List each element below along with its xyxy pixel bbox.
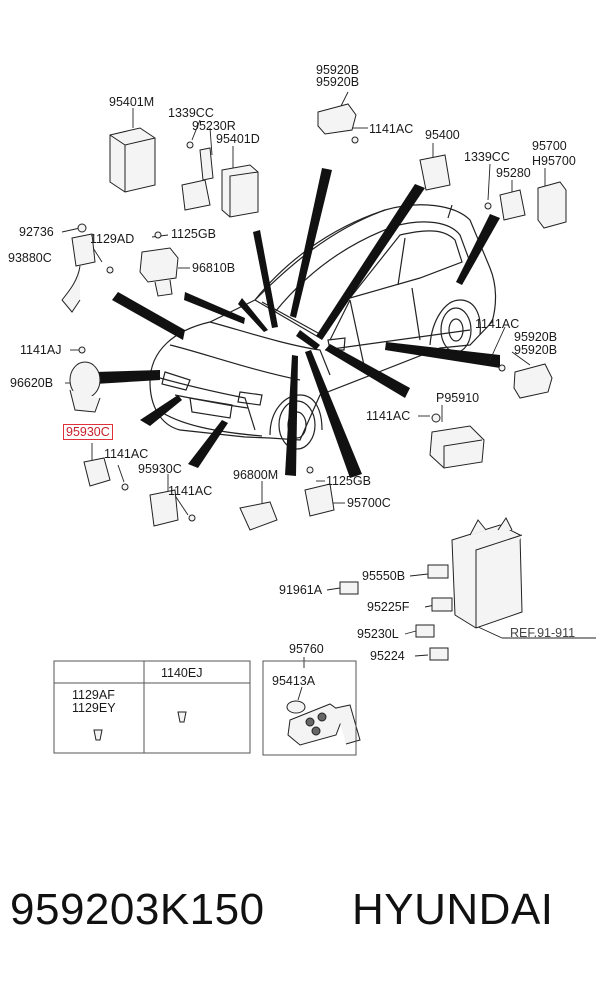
label-95700: 95700: [532, 139, 567, 153]
label-1141AC-mid: 1141AC: [366, 409, 411, 423]
label-1129AD: 1129AD: [90, 232, 135, 246]
label-1339CC-a: 1339CC: [168, 106, 214, 120]
label-95700C: 95700C: [347, 496, 391, 510]
components: [61, 103, 567, 746]
car-illustration: [149, 204, 497, 450]
label-95930C-highlighted: 95930C: [63, 424, 113, 440]
label-95920B-top-a: 95920B: [316, 63, 360, 77]
table-1129AF: 1129AF: [72, 688, 115, 702]
label-93880C: 93880C: [8, 251, 52, 265]
label-95225F: 95225F: [367, 600, 410, 614]
label-95224: 95224: [370, 649, 405, 663]
label-1339CC-b: 1339CC: [464, 150, 510, 164]
label-95413A: 95413A: [272, 674, 316, 688]
label-1141AC-right: 1141AC: [475, 317, 520, 331]
label-96620B: 96620B: [10, 376, 54, 390]
label-95230L: 95230L: [357, 627, 399, 641]
label-95930C: 95930C: [138, 462, 182, 476]
table-header-1140EJ: 1140EJ: [161, 666, 203, 680]
label-1141AC-left: 1141AC: [104, 447, 149, 461]
label-H95700: H95700: [532, 154, 576, 168]
label-1141AC-top: 1141AC: [369, 122, 414, 136]
label-95920B-right-a: 95920B: [514, 330, 558, 344]
label-ref-91-911: REF.91-911: [510, 626, 576, 640]
table-1129EY: 1129EY: [72, 701, 116, 715]
label-95920B-right-b: 95920B: [514, 343, 558, 357]
pointer-wedges: [95, 168, 500, 478]
label-92736: 92736: [19, 225, 54, 239]
label-1125GB-b: 1125GB: [326, 474, 371, 488]
label-95550B: 95550B: [362, 569, 406, 583]
label-95280: 95280: [496, 166, 531, 180]
label-1141AJ: 1141AJ: [20, 343, 62, 357]
label-95920B-top-b: 95920B: [316, 75, 360, 89]
label-95401D: 95401D: [216, 132, 260, 146]
label-95401M: 95401M: [109, 95, 155, 109]
label-95760: 95760: [289, 642, 324, 656]
label-91961A: 91961A: [279, 583, 323, 597]
footer-part-number: 959203K150: [10, 885, 265, 934]
label-96800M: 96800M: [233, 468, 279, 482]
label-95230R: 95230R: [192, 119, 236, 133]
label-96810B: 96810B: [192, 261, 236, 275]
label-1141AC-low: 1141AC: [168, 484, 213, 498]
key-kit-box: [262, 660, 357, 756]
label-P95910: P95910: [436, 391, 480, 405]
footer-brand: HYUNDAI: [352, 885, 554, 934]
label-1125GB-a: 1125GB: [171, 227, 216, 241]
fastener-table: [53, 660, 251, 754]
label-95400: 95400: [425, 128, 460, 142]
